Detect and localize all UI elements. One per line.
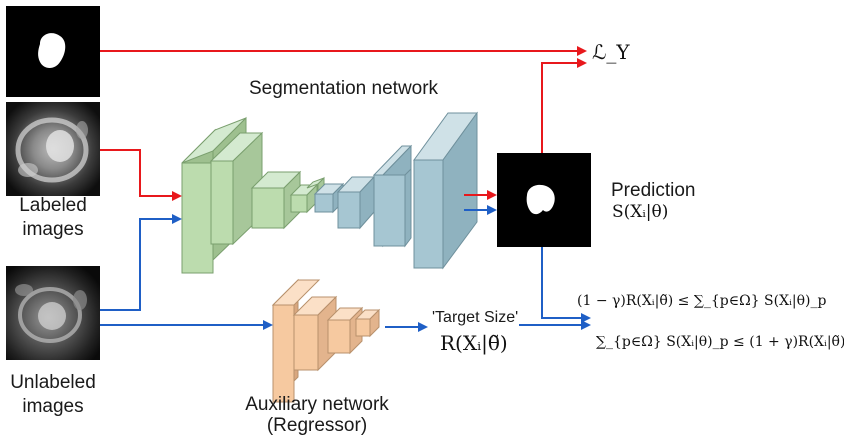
prediction-to-constraint-arrow (541, 247, 591, 323)
loss-label: ℒ_Y (592, 40, 630, 64)
unlabeled-images-label-line1: Unlabeled (10, 372, 96, 393)
prediction-to-loss-arrow (541, 58, 587, 153)
prediction-formula: S(Xᵢ|θ) (612, 202, 669, 222)
unlabeled-images-label-line2: images (22, 396, 84, 417)
unlabeled-mri-image (6, 266, 100, 360)
labeled-to-seg-arrow (100, 149, 182, 201)
unlabeled-to-seg-arrow (100, 214, 182, 311)
target-size-formula: R(Xᵢ|θ̃) (440, 331, 508, 355)
ground-truth-mask (6, 6, 100, 97)
constraint-lower: ∑_{p∈Ω} S(Xᵢ|θ)_p ≤ (1 + γ)R(Xᵢ|θ̃) (596, 334, 844, 350)
auxiliary-network-label-line1: Auxiliary network (245, 394, 389, 415)
labeled-mri-image (6, 102, 100, 196)
labeled-images-label-line2: images (22, 219, 84, 240)
prediction-mask (497, 153, 591, 247)
auxiliary-network-label-line2: (Regressor) (266, 415, 368, 436)
supervised-arrows (100, 46, 587, 201)
target-size-label: 'Target Size' (432, 309, 519, 326)
segmentation-encoder (181, 116, 325, 274)
prediction-label: Prediction (611, 180, 696, 201)
auxiliary-network (271, 278, 381, 404)
labeled-images-label-line1: Labeled (19, 195, 87, 216)
segmentation-network-label: Segmentation network (249, 78, 439, 99)
unlabeled-arrows (100, 205, 591, 332)
segmentation-decoder (313, 111, 478, 270)
constraint-upper: (1 − γ)R(Xᵢ|θ̃) ≤ ∑_{p∈Ω} S(Xᵢ|θ)_p (577, 293, 827, 309)
